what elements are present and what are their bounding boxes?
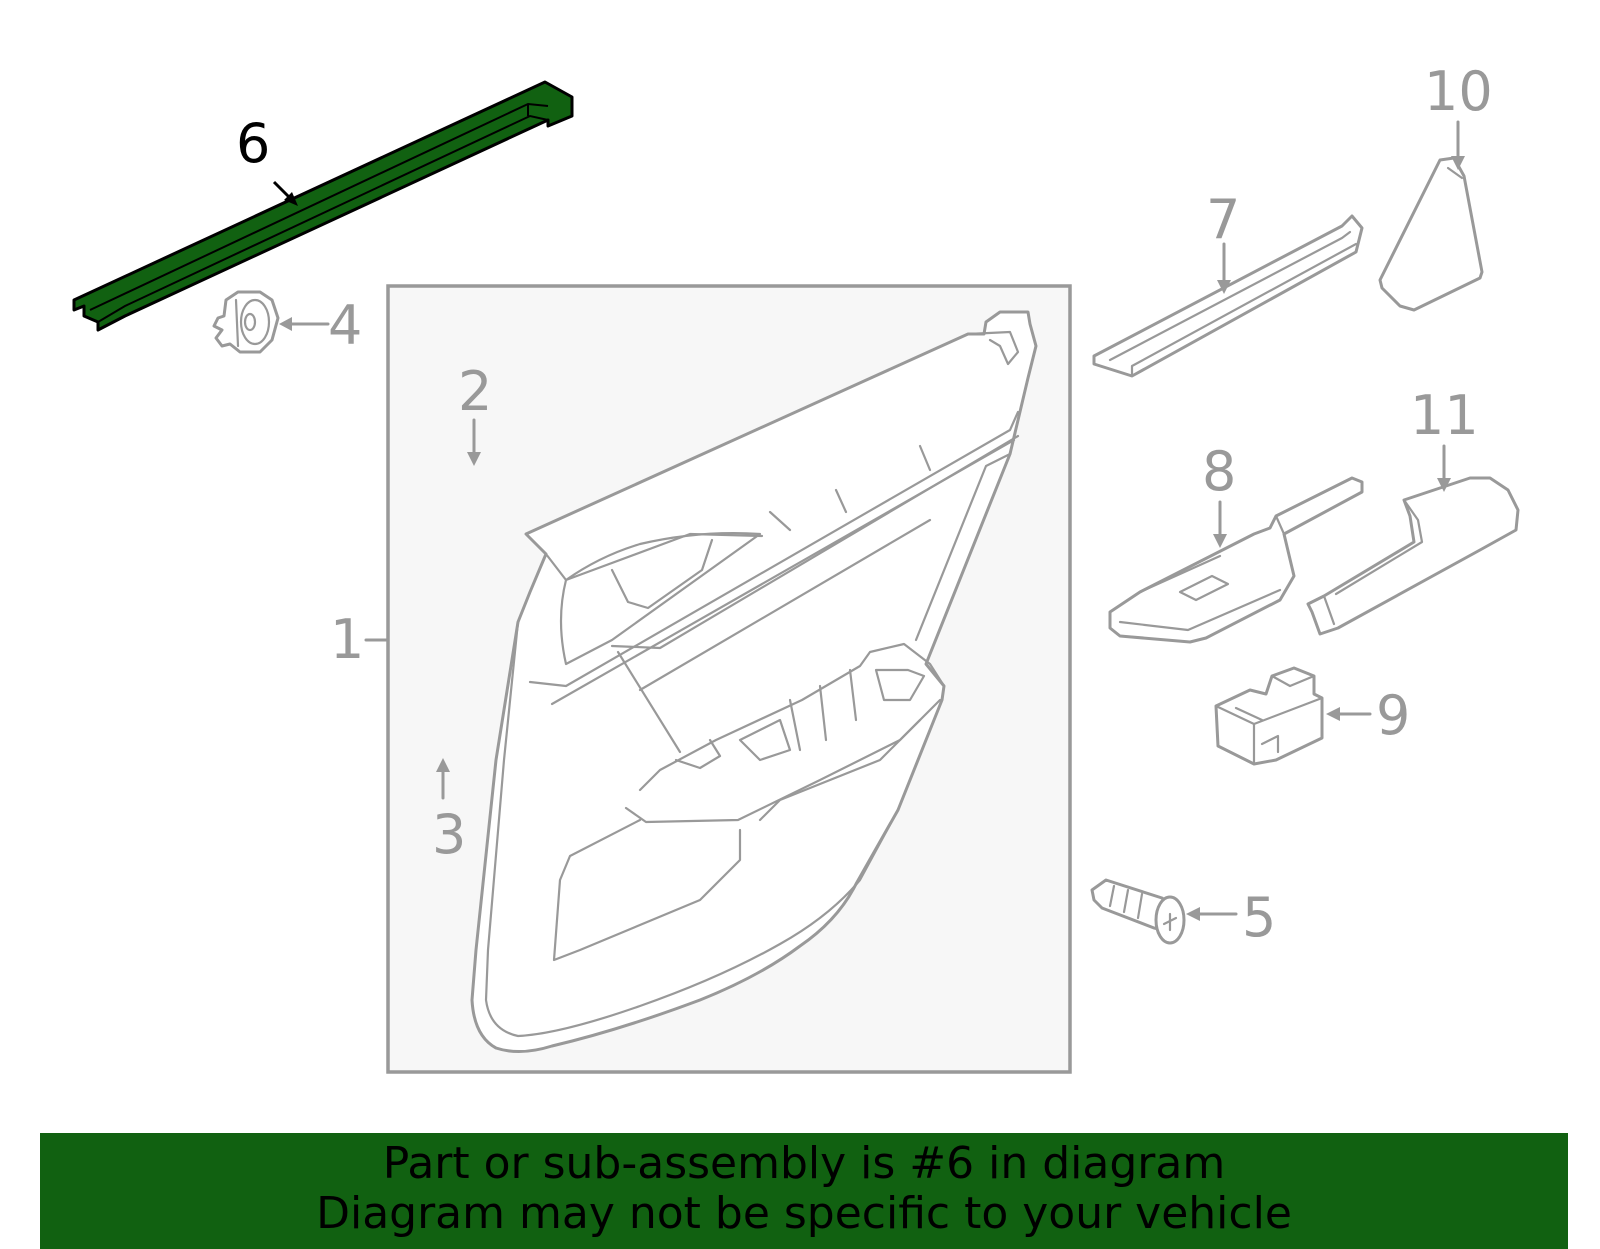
callout-7: 7 bbox=[1206, 188, 1240, 251]
arrow-3 bbox=[436, 758, 450, 772]
callout-4: 4 bbox=[328, 294, 362, 357]
arrow-5 bbox=[1186, 907, 1200, 921]
callout-8: 8 bbox=[1202, 440, 1236, 503]
banner-line-2: Diagram may not be specific to your vehi… bbox=[316, 1188, 1292, 1239]
leader-lines bbox=[272, 120, 1465, 921]
arrow-11 bbox=[1437, 478, 1451, 492]
callout-labels: 6 4 2 3 1 7 10 8 11 9 5 bbox=[236, 60, 1493, 949]
part-5-screw[interactable] bbox=[1090, 878, 1186, 945]
part-7-garnish[interactable] bbox=[1092, 214, 1364, 378]
banner-line-1: Part or sub-assembly is #6 in diagram bbox=[382, 1138, 1226, 1189]
part-1-door-trim-panel[interactable] bbox=[386, 284, 1072, 1074]
callout-11: 11 bbox=[1410, 384, 1479, 447]
callout-3: 3 bbox=[432, 803, 466, 866]
part-8-switch-panel[interactable] bbox=[1108, 476, 1364, 644]
arrow-6 bbox=[284, 192, 298, 206]
part-11-armrest[interactable] bbox=[1306, 476, 1520, 636]
callout-6: 6 bbox=[236, 112, 270, 175]
arrow-8 bbox=[1213, 534, 1227, 548]
callout-5: 5 bbox=[1242, 886, 1276, 949]
arrow-10 bbox=[1451, 156, 1465, 170]
info-banner: Part or sub-assembly is #6 in diagram Di… bbox=[40, 1133, 1568, 1249]
arrow-7 bbox=[1217, 280, 1231, 294]
part-6-weatherstrip[interactable] bbox=[72, 80, 574, 332]
arrow-2 bbox=[467, 452, 481, 466]
callout-2: 2 bbox=[458, 360, 492, 423]
part-10-corner-cover[interactable] bbox=[1378, 156, 1484, 312]
part-4-clip[interactable] bbox=[212, 290, 280, 354]
callout-1: 1 bbox=[330, 608, 364, 671]
callout-10: 10 bbox=[1424, 60, 1493, 123]
callout-9: 9 bbox=[1376, 684, 1410, 747]
arrow-9 bbox=[1326, 707, 1340, 721]
arrow-4 bbox=[279, 317, 292, 331]
part-9-switch[interactable] bbox=[1214, 666, 1324, 766]
